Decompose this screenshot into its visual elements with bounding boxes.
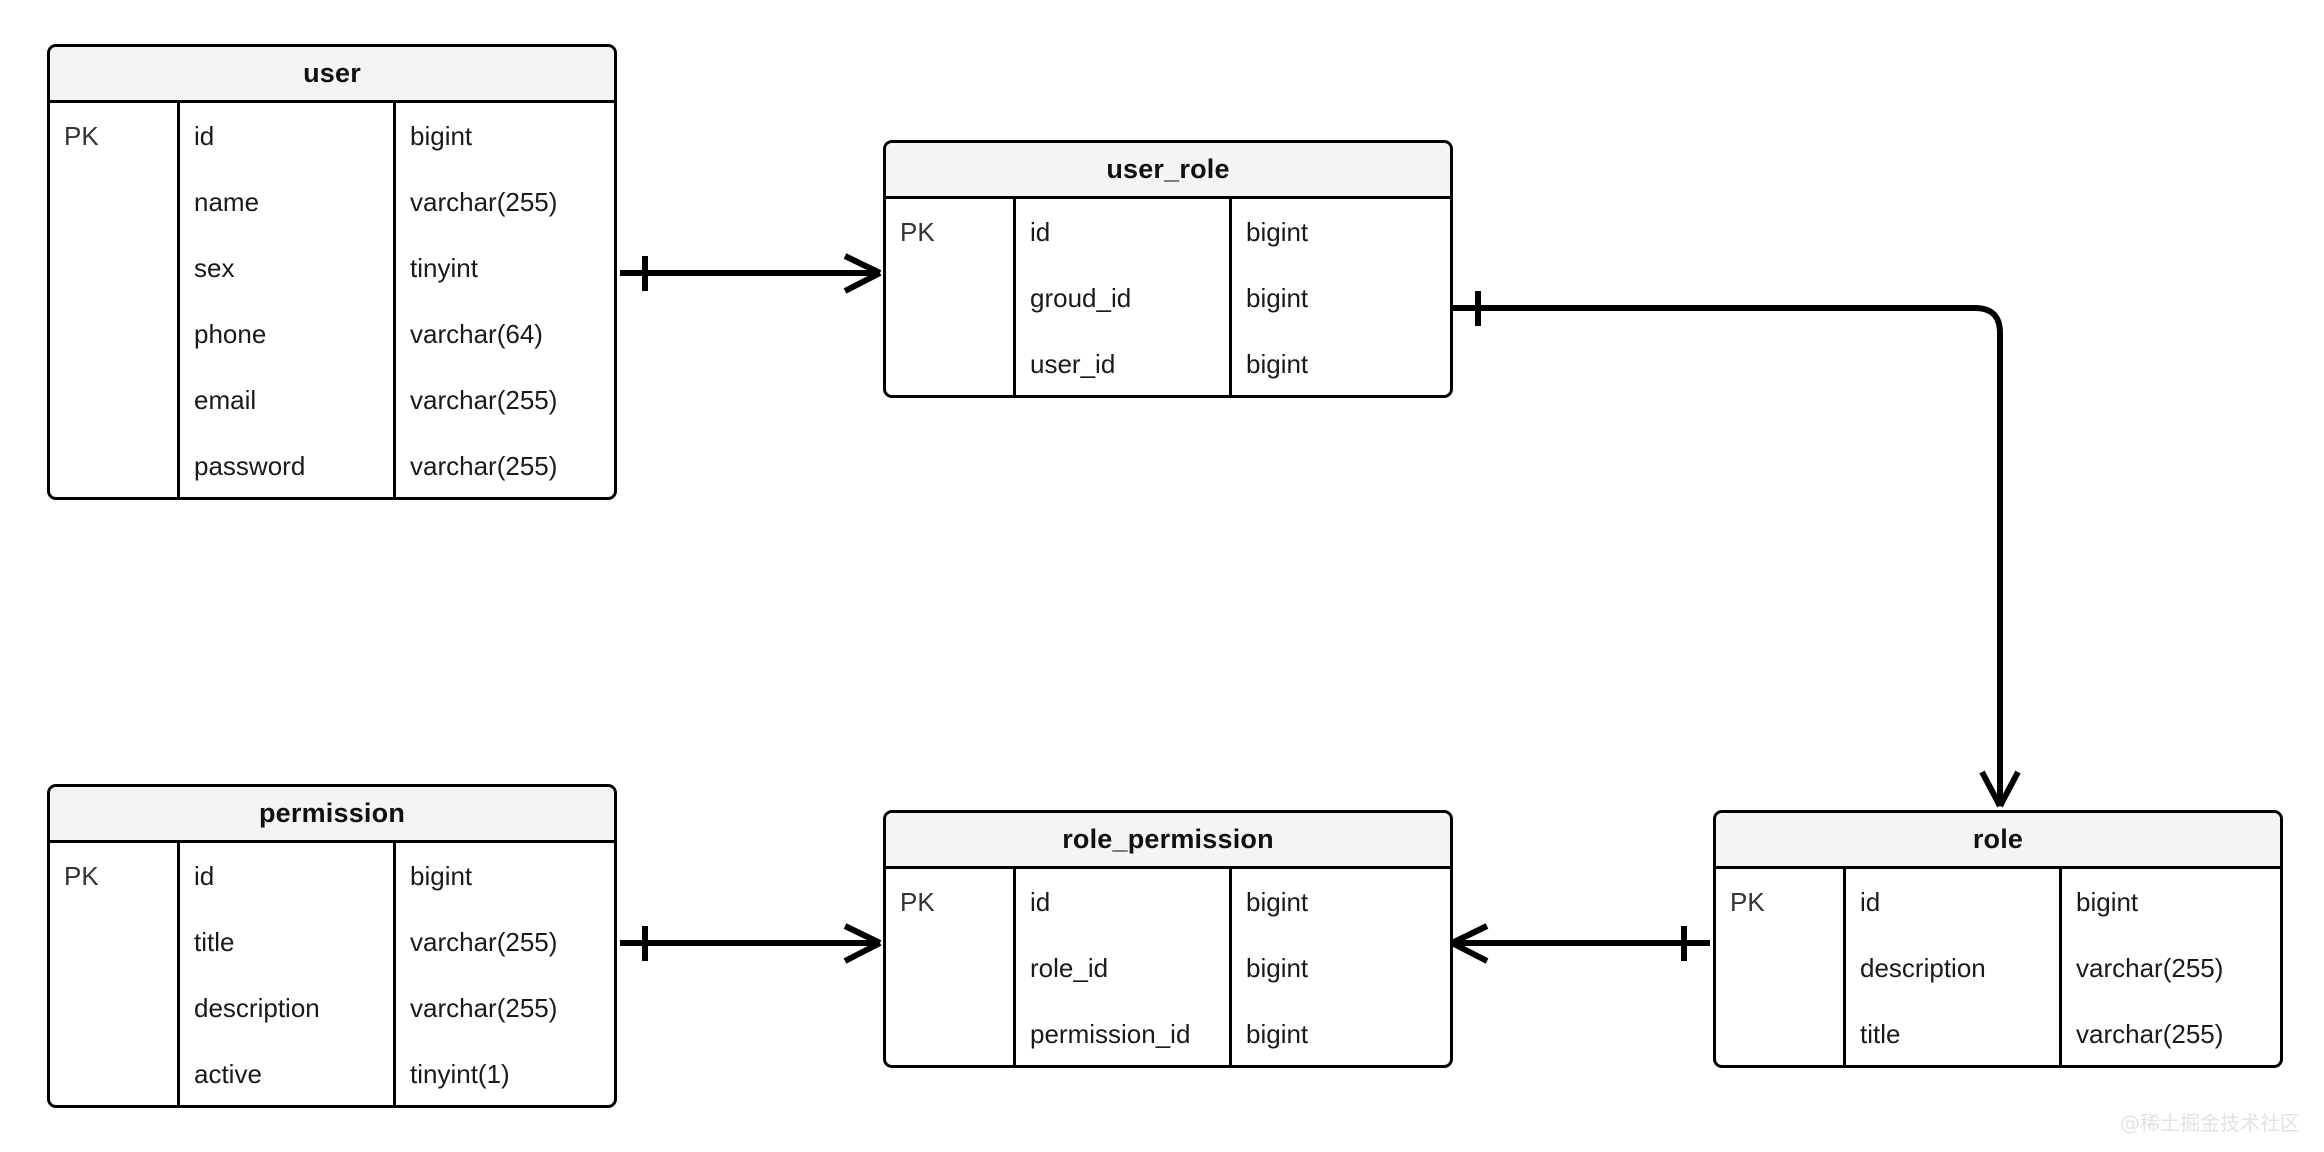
entity-permission-type-column: bigint varchar(255) varchar(255) tinyint… [396,843,614,1105]
relationship-role_permission-role [1450,923,1710,964]
table-cell-name: title [194,926,235,957]
table-cell-name: active [194,1058,262,1089]
table-cell-type: bigint [1246,348,1309,379]
table-cell-type: bigint [1246,886,1309,917]
entity-user_role-body: PK id groud_id user_id bigint bigint big… [886,199,1450,395]
table-cell-key [886,1001,1013,1065]
table-cell-name: password [194,450,306,481]
table-cell-type: varchar(255) [2076,1018,2224,1049]
table-cell-type: varchar(255) [410,450,558,481]
entity-user-key-column: PK [50,103,180,497]
entity-permission[interactable]: permission PK id title description activ… [47,784,617,1108]
table-cell-key: PK [900,886,935,917]
entity-role-title: role [1716,813,2280,869]
table-cell-type: bigint [410,860,473,891]
entity-user_role-name-column: id groud_id user_id [1016,199,1232,395]
entity-user[interactable]: user PK id name sex phone email password… [47,44,617,500]
entity-user_role[interactable]: user_role PK id groud_id user_id bigint … [883,140,1453,398]
table-cell-key: PK [64,120,99,151]
entity-user-name-column: id name sex phone email password [180,103,396,497]
relationship-user-user_role [620,253,882,294]
table-cell-key [50,909,177,975]
table-cell-type: bigint [1246,282,1309,313]
entity-role-type-column: bigint varchar(255) varchar(255) [2062,869,2280,1065]
table-cell-type: varchar(255) [410,186,558,217]
table-cell-key [50,169,177,235]
table-cell-key: PK [900,216,935,247]
entity-role[interactable]: role PK id description title bigint varc… [1713,810,2283,1068]
table-cell-key [50,301,177,367]
entity-role-key-column: PK [1716,869,1846,1065]
table-cell-key [1716,1001,1843,1065]
table-cell-type: bigint [1246,216,1309,247]
table-cell-name: description [194,992,320,1023]
table-cell-key [50,235,177,301]
table-cell-key [50,433,177,497]
entity-permission-name-column: id title description active [180,843,396,1105]
table-cell-name: id [194,120,215,151]
entity-user_role-key-column: PK [886,199,1016,395]
table-cell-type: tinyint [410,252,478,283]
entity-role_permission-title: role_permission [886,813,1450,869]
entity-permission-body: PK id title description active bigint va… [50,843,614,1105]
table-cell-name: name [194,186,260,217]
table-cell-type: tinyint(1) [410,1058,510,1089]
table-cell-key [1716,935,1843,1001]
table-cell-name: id [1030,216,1051,247]
table-cell-type: varchar(255) [410,992,558,1023]
relationship-permission-role_permission [620,923,882,964]
entity-user-title: user [50,47,614,103]
table-cell-name: permission_id [1030,1018,1191,1049]
entity-user-type-column: bigint varchar(255) tinyint varchar(64) … [396,103,614,497]
table-cell-key [886,265,1013,331]
entity-role_permission[interactable]: role_permission PK id role_id permission… [883,810,1453,1068]
table-cell-type: bigint [2076,886,2139,917]
table-cell-type: bigint [410,120,473,151]
table-cell-type: bigint [1246,952,1309,983]
table-cell-key [50,367,177,433]
table-cell-key [50,1041,177,1105]
table-cell-name: id [1860,886,1881,917]
entity-role_permission-key-column: PK [886,869,1016,1065]
table-cell-name: id [1030,886,1051,917]
table-cell-type: bigint [1246,1018,1309,1049]
table-cell-key [886,331,1013,395]
table-cell-type: varchar(255) [410,926,558,957]
table-cell-name: user_id [1030,348,1116,379]
entity-permission-title: permission [50,787,614,843]
table-cell-name: groud_id [1030,282,1132,313]
table-cell-name: description [1860,952,1986,983]
entity-role_permission-type-column: bigint bigint bigint [1232,869,1450,1065]
watermark: @稀土掘金技术社区 [2120,1111,2300,1135]
table-cell-key: PK [64,860,99,891]
table-cell-type: varchar(255) [410,384,558,415]
entity-user_role-type-column: bigint bigint bigint [1232,199,1450,395]
table-cell-key: PK [1730,886,1765,917]
table-cell-key [50,975,177,1041]
entity-user-body: PK id name sex phone email password bigi… [50,103,614,497]
table-cell-type: varchar(64) [410,318,543,349]
relationship-user_role-role [1452,291,2021,808]
table-cell-type: varchar(255) [2076,952,2224,983]
table-cell-name: phone [194,318,267,349]
table-cell-name: title [1860,1018,1901,1049]
table-cell-key [886,935,1013,1001]
entity-role-name-column: id description title [1846,869,2062,1065]
table-cell-name: id [194,860,215,891]
entity-role-body: PK id description title bigint varchar(2… [1716,869,2280,1065]
table-cell-name: email [194,384,257,415]
table-cell-name: sex [194,252,235,283]
entity-permission-key-column: PK [50,843,180,1105]
entity-role_permission-body: PK id role_id permission_id bigint bigin… [886,869,1450,1065]
entity-role_permission-name-column: id role_id permission_id [1016,869,1232,1065]
table-cell-name: role_id [1030,952,1109,983]
entity-user_role-title: user_role [886,143,1450,199]
